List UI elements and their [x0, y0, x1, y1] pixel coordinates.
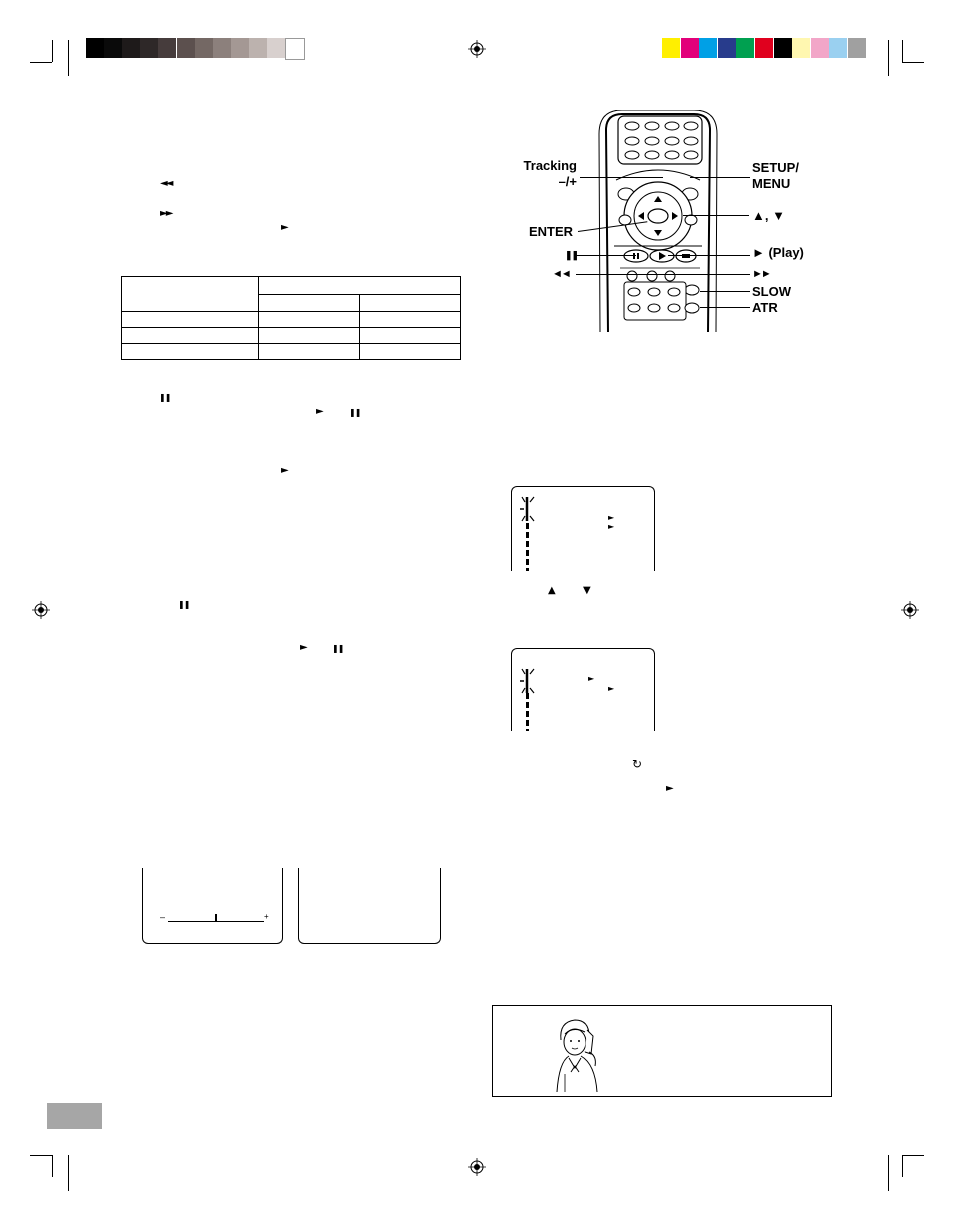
tracking-bar-indicator — [215, 914, 217, 922]
table-subheader-cell — [359, 293, 461, 312]
leader-line — [580, 177, 663, 178]
registration-mark-left — [32, 601, 50, 619]
rewind-label: ◄◄ — [552, 268, 572, 280]
slow-label: SLOW — [752, 284, 791, 299]
crop-mark-top-left-h — [30, 62, 52, 63]
play-icon: ► — [281, 222, 289, 233]
table-header-cell — [258, 276, 461, 295]
leader-line — [683, 215, 749, 216]
color-swatch — [662, 38, 680, 58]
tracking-plus-label: + — [264, 912, 269, 921]
blinking-cursor-icon — [520, 496, 535, 522]
table-row — [121, 343, 461, 360]
setup-menu-screen-2: ► ► — [511, 648, 655, 731]
grayscale-swatch — [86, 38, 104, 58]
color-swatch — [755, 38, 773, 58]
leader-line — [668, 255, 750, 256]
grayscale-swatch — [158, 38, 177, 58]
play-icon: ► — [666, 783, 674, 794]
rewind-icon: ◄◄ — [160, 178, 173, 189]
tracking-minus-label: – — [160, 912, 166, 922]
pause-label: ❚❚ — [565, 250, 579, 260]
crop-mark-bottom-left-v — [68, 1155, 69, 1191]
tracking-screen-blank — [298, 868, 441, 944]
color-swatch — [680, 38, 699, 58]
enter-label: ENTER — [529, 224, 574, 239]
color-swatch — [792, 38, 811, 58]
crop-mark-bottom-right-h — [902, 1155, 924, 1156]
color-swatch — [773, 38, 792, 58]
table-row — [121, 311, 461, 328]
grayscale-swatch — [212, 38, 231, 58]
crop-mark-bottom-right-v — [888, 1155, 889, 1191]
menu-dashed-bar — [526, 693, 529, 731]
crop-mark-bottom-right-v2 — [902, 1155, 903, 1177]
color-swatch — [848, 38, 866, 58]
registration-mark-right — [901, 601, 919, 619]
fast-forward-icon: ►► — [160, 208, 173, 219]
crop-mark-bottom-left-v2 — [52, 1155, 53, 1177]
grayscale-swatch — [194, 38, 213, 58]
play-icon: ► — [316, 406, 324, 417]
color-swatch — [736, 38, 755, 58]
menu-dashed-bar — [526, 523, 529, 571]
down-arrow-icon: ▼ — [583, 585, 591, 596]
leader-line — [576, 255, 636, 256]
pause-icon: ❚❚ — [178, 600, 190, 609]
submenu-arrow-icon: ► — [608, 684, 615, 693]
blinking-cursor-icon — [520, 668, 535, 694]
up-arrow-icon: ▲ — [548, 585, 556, 596]
pause-icon: ❚❚ — [332, 644, 344, 653]
grayscale-swatch — [285, 38, 306, 60]
grayscale-swatch — [140, 38, 159, 58]
crop-mark-top-right-h — [902, 62, 924, 63]
pause-icon: ❚❚ — [159, 393, 171, 402]
search-speed-table — [121, 276, 461, 360]
leader-line — [690, 177, 750, 178]
crop-mark-bottom-left-h — [30, 1155, 52, 1156]
submenu-arrow-icon: ► — [608, 522, 615, 531]
helpline-note-box — [492, 1005, 832, 1097]
leader-line — [576, 274, 750, 275]
setup-menu-screen: ► ► — [511, 486, 655, 571]
color-swatch — [829, 38, 848, 58]
atr-label: ATR — [752, 300, 778, 315]
remote-control-illustration — [598, 110, 718, 332]
page-number-box — [47, 1103, 102, 1129]
table-row — [121, 327, 461, 344]
grayscale-swatch — [104, 38, 123, 58]
leader-line — [700, 291, 750, 292]
grayscale-swatch — [267, 38, 285, 58]
pause-icon: ❚❚ — [349, 408, 361, 417]
submenu-arrow-icon: ► — [588, 674, 595, 683]
registration-mark-top — [468, 40, 486, 58]
table-header-cell — [121, 276, 259, 312]
color-swatch — [699, 38, 718, 58]
play-label: ► (Play) — [752, 245, 804, 260]
grayscale-swatch — [176, 38, 195, 58]
table-subheader-cell — [258, 293, 360, 312]
crop-mark-top-right-v2 — [902, 40, 903, 62]
tracking-label: Tracking –/+ — [523, 158, 577, 189]
grayscale-swatch — [248, 38, 267, 58]
setup-menu-label: SETUP/ MENU — [752, 160, 799, 191]
crop-mark-top-left-v — [68, 40, 69, 76]
play-icon: ► — [300, 642, 308, 653]
color-swatch — [810, 38, 829, 58]
play-icon: ► — [281, 465, 289, 476]
tracking-screen: – + — [142, 868, 283, 944]
registration-mark-bottom — [468, 1158, 486, 1176]
leader-line — [700, 307, 750, 308]
submenu-arrow-icon: ► — [608, 513, 615, 522]
crop-mark-top-left-v2 — [52, 40, 53, 62]
color-swatch — [717, 38, 736, 58]
crop-mark-top-right-v — [888, 40, 889, 76]
phone-operator-illustration — [556, 1019, 598, 1093]
fast-forward-label: ►► — [752, 268, 772, 280]
grayscale-swatch — [230, 38, 249, 58]
grayscale-swatch — [122, 38, 141, 58]
up-down-label: ▲, ▼ — [752, 208, 785, 223]
repeat-icon: ↻ — [632, 757, 643, 771]
